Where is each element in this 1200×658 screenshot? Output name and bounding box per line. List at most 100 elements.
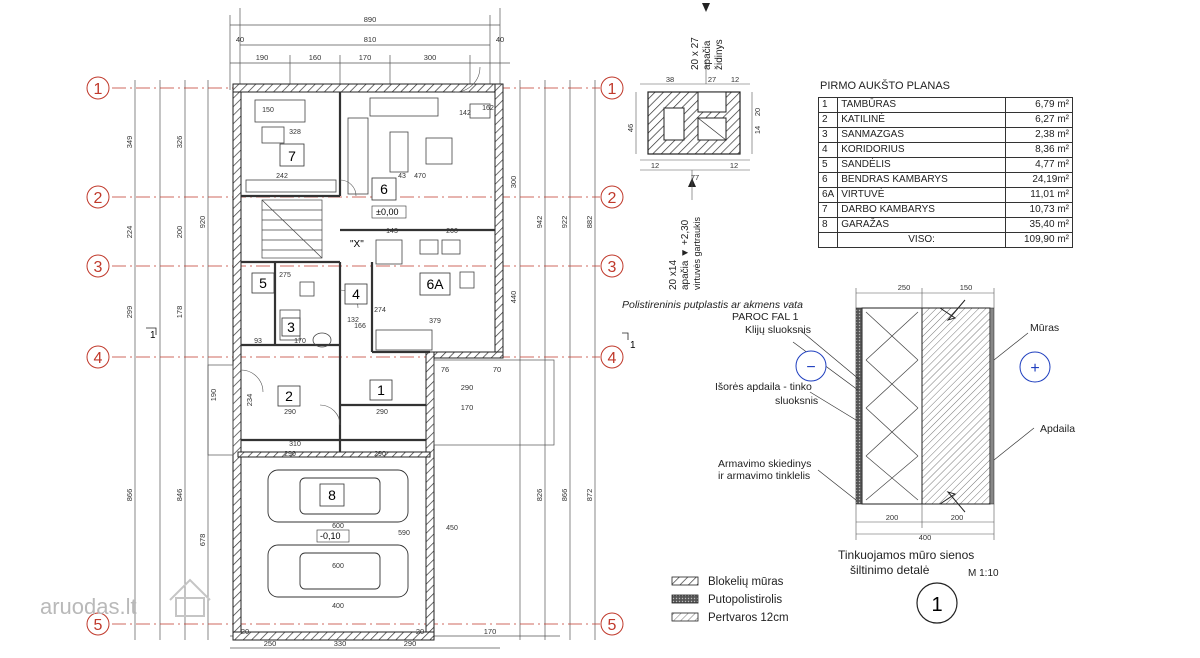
room-no: 2 [817,112,839,128]
total-label: VISO: [837,232,1006,248]
total-area: 109,90 m² [1005,232,1073,248]
legend-labels: Blokelių mūras Putopolistirolis Pertvaro… [708,576,789,624]
dim-290c: 290 [284,451,296,458]
axis-bubble-3-right [600,254,624,278]
room-no: 4 [817,142,839,158]
axis-bubble-1-right [600,76,624,100]
room-label-1: 1 [377,382,385,398]
wall-dim-200a: 200 [886,513,899,522]
axis-label-1-left: 1 [94,81,103,98]
chimney-dim-38: 38 [666,75,674,84]
legend-swatch-masonry [671,576,699,586]
axis-bubble-4-left [86,345,110,369]
dim-top-890: 890 [364,15,377,24]
room-name: KORIDORIUS [837,142,1006,158]
legend [671,576,699,622]
dim-379: 379 [429,318,441,325]
dim-143: 143 [386,228,398,235]
axis-label-5-right: 5 [608,617,617,634]
room-no: 6A [817,187,839,203]
table-total-row: VISO:109,90 m² [817,232,1073,248]
chimney-labels: 20 x 27 apačia židinys 20 x14 apačia ▼ +… [668,37,725,290]
terrace [207,359,555,456]
dim-274: 274 [374,307,386,314]
room-area: 6,27 m² [1005,112,1073,128]
watermark-house-icon [169,578,211,617]
right-dimension-text: 300 942 922 440 826 866 882 872 70 170 2… [441,176,594,502]
dim-right-170: 170 [461,403,474,412]
axis-label-2-left: 2 [94,190,103,207]
dim-left-920: 920 [198,216,207,229]
room-no: 1 [817,97,839,113]
room-area: 8,36 m² [1005,142,1073,158]
dim-right-290: 290 [461,383,474,392]
chimney-dim-12b: 12 [651,161,659,170]
chimney-label-line3: židinys [714,39,725,70]
insulation-label-line1: Polistireninis putplastis ar akmens vata [622,299,803,311]
dim-right-872: 872 [585,489,594,502]
room-label-3: 3 [287,319,295,335]
dim-right-440: 440 [509,291,518,304]
section-mark [146,327,629,340]
wall-dim-250: 250 [898,283,911,292]
dim-bottom-170: 170 [484,627,497,636]
dim-310: 310 [289,441,301,448]
dim-top-810: 810 [364,35,377,44]
axis-bubble-2-left [86,185,110,209]
dim-right-826: 826 [535,489,544,502]
detail-scale: M 1:10 [968,568,999,579]
vent-label-line1: 20 x14 [668,260,679,290]
dim-242: 242 [276,173,288,180]
dim-left-299: 299 [125,306,134,319]
dim-right-866: 866 [560,489,569,502]
chimney-dim-12: 12 [731,75,739,84]
dim-400: 400 [332,603,344,610]
dim-bottom-20a: 20 [241,627,249,636]
level-marks: ±0,00 -0,10 "X" [316,205,407,543]
chimney-dim-46: 46 [626,124,635,132]
mesh-label-line1: Armavimo skiedinys [718,458,812,470]
axis-bubble-1-left [86,76,110,100]
exterior-minus-sign: − [806,359,815,376]
dim-left-190: 190 [209,389,218,402]
dim-top-40b: 40 [496,35,504,44]
room-label-5: 5 [259,275,267,291]
chimney-dim-12c: 12 [730,161,738,170]
dim-450: 450 [446,525,458,532]
room-label-8: 8 [328,487,336,503]
dim-290b: 290 [376,409,388,416]
room-table-title: PIRMO AUKŠTO PLANAS [820,80,951,92]
chimney-dim-27: 27 [708,75,716,84]
room-name: VIRTUVĖ [837,187,1006,203]
dim-right-76: 76 [441,365,449,374]
dim-275: 275 [279,272,291,279]
room-area: 4,77 m² [1005,157,1073,173]
room-label-6a: 6A [426,276,444,292]
room-no: 8 [817,217,839,233]
mark-x: "X" [350,239,364,250]
chimney-label-line1: 20 x 27 [690,37,701,70]
room-dimension-text: 150 328 242 470 142 162 43 143 260 275 2… [254,105,494,610]
axis-bubble-4-right [600,345,624,369]
room-no: 6 [817,172,839,188]
dim-top-170: 170 [359,53,372,62]
dim-290d: 290 [374,451,386,458]
dim-600a: 600 [332,523,344,530]
interior-partitions [241,92,495,452]
dim-590: 590 [398,530,410,537]
dim-93: 93 [254,338,262,345]
interior-finish-label: Apdaila [1040,423,1076,435]
axis-label-4-left: 4 [94,350,103,367]
dim-left-234: 234 [245,394,254,407]
dim-bottom-20b: 20 [416,627,424,636]
stairs [261,199,323,259]
room-name: TAMBŪRAS [837,97,1006,113]
dim-left-846: 846 [175,489,184,502]
axis-bubble-5-left [86,612,110,636]
dim-470: 470 [414,173,426,180]
